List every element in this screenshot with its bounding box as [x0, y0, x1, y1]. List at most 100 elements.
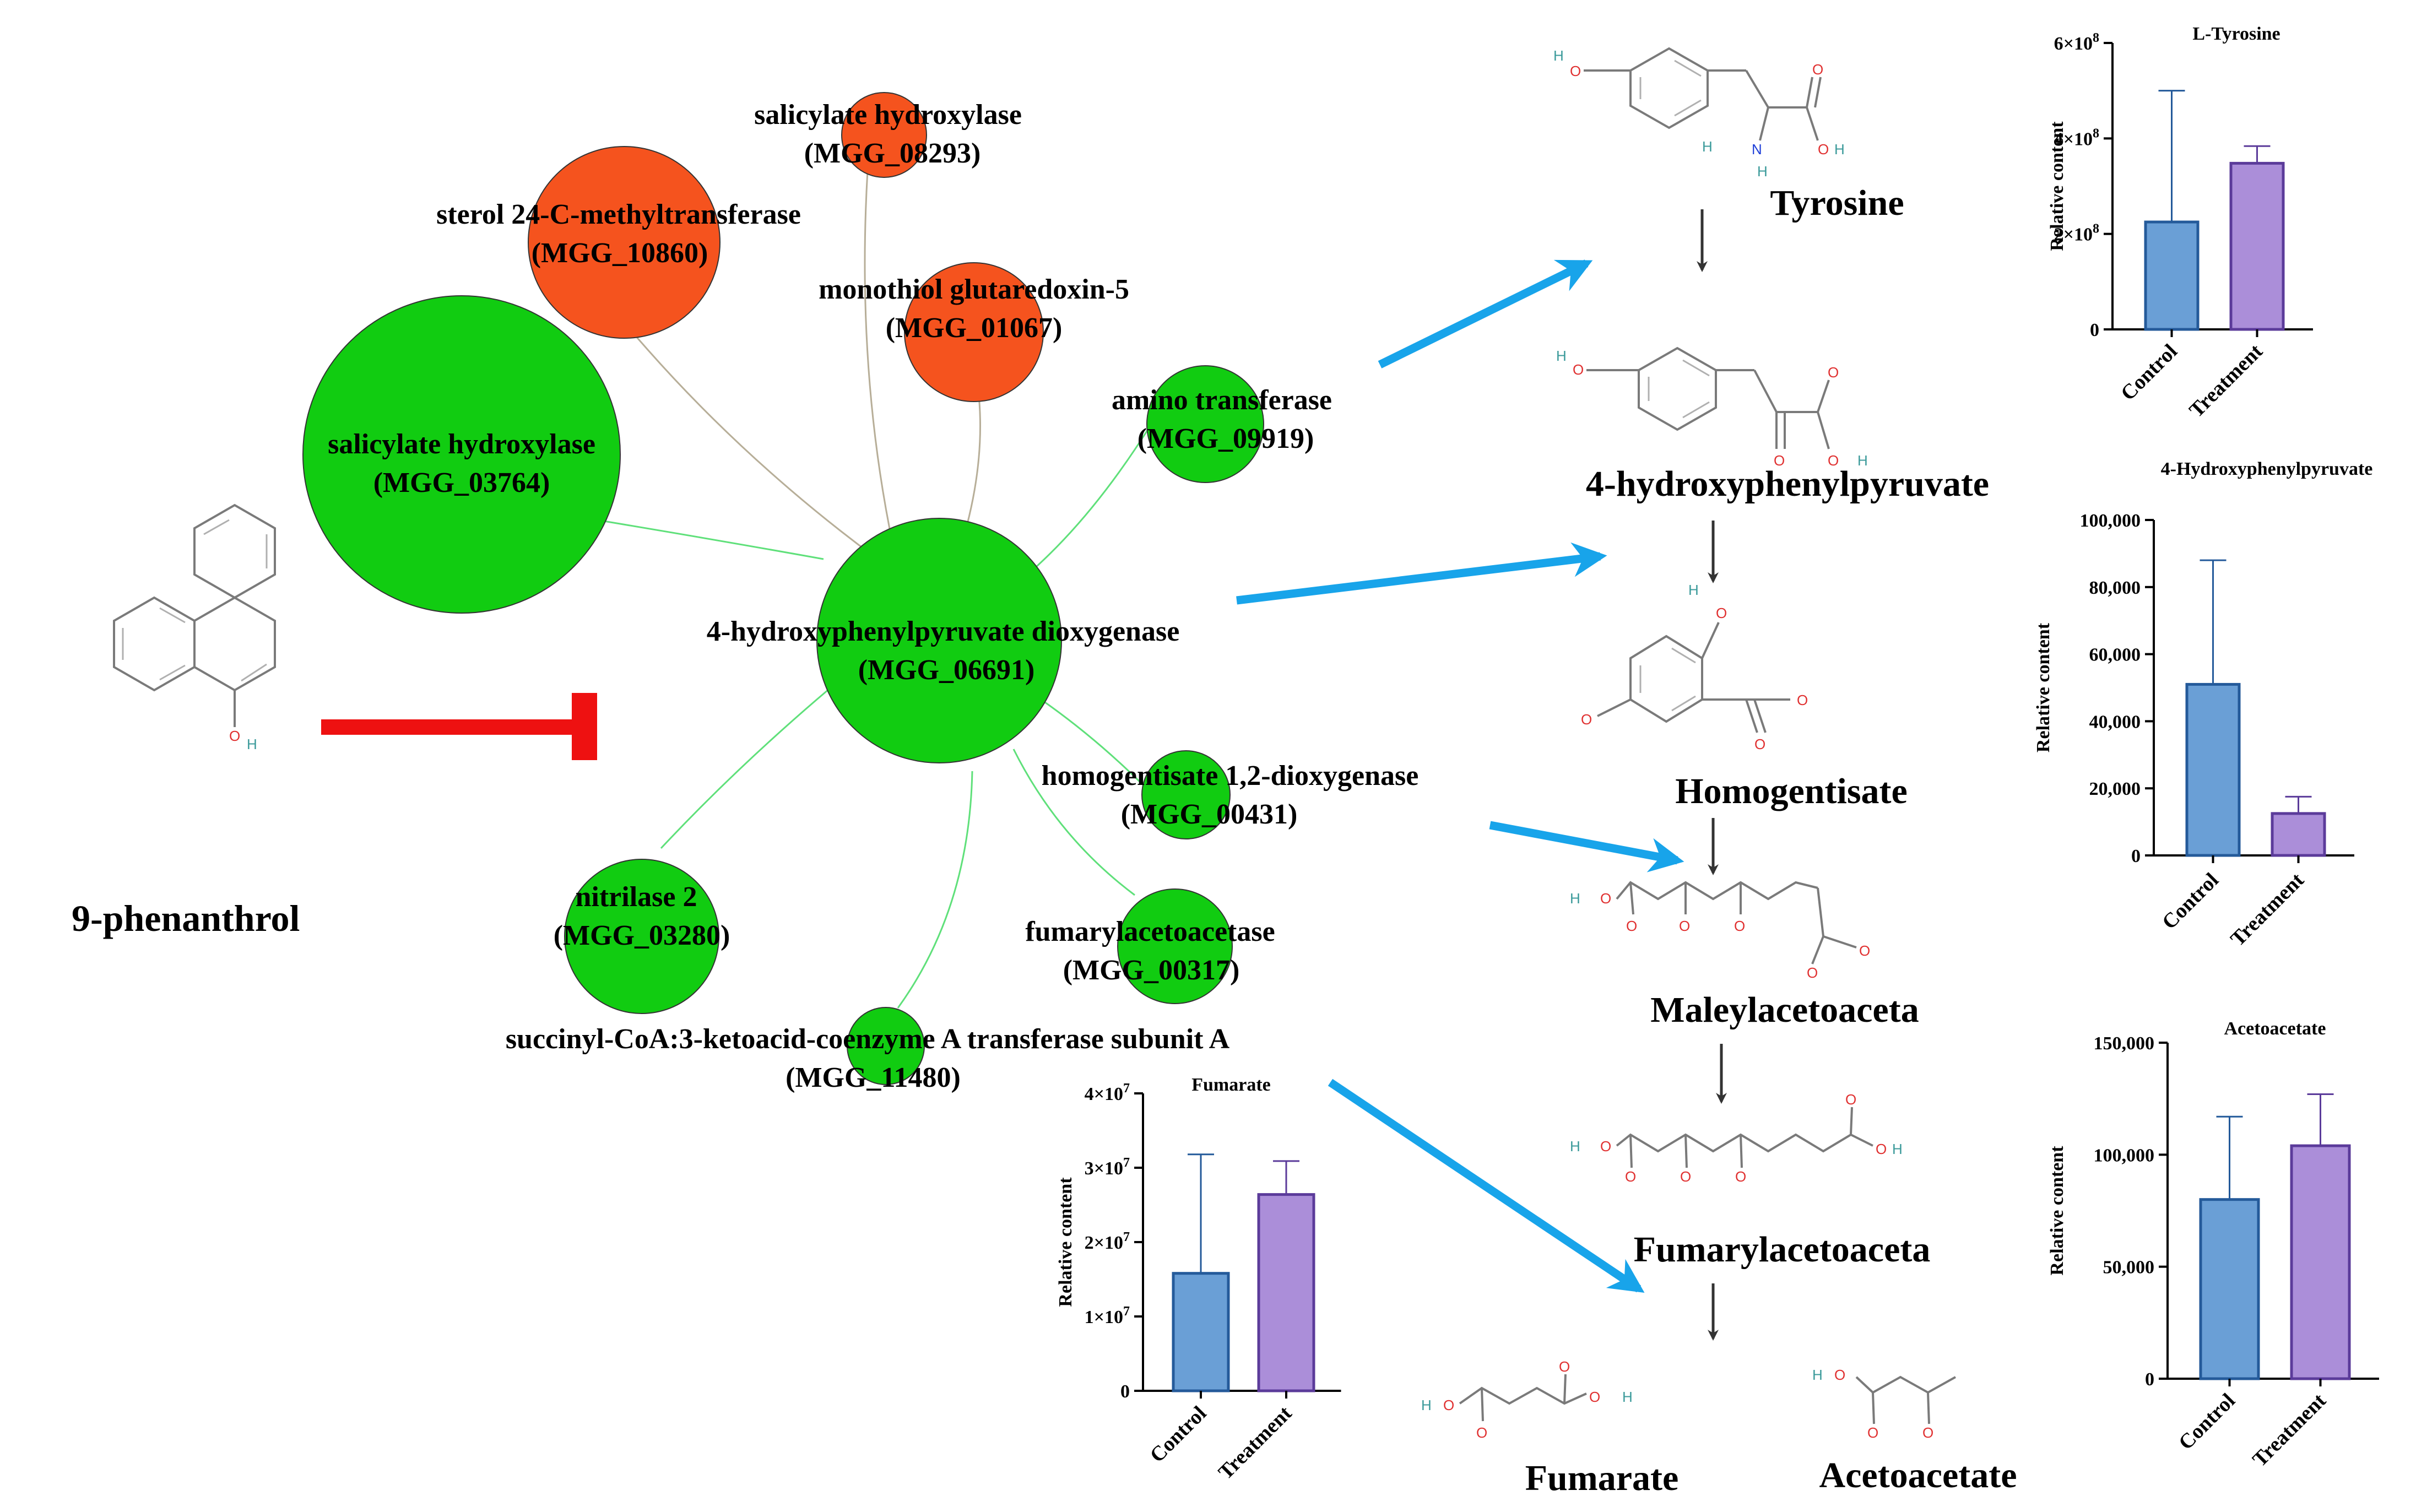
bar-treatment: [2229, 161, 2285, 331]
edge-salicylate-08293: [864, 170, 891, 529]
svg-text:O: O: [1570, 63, 1581, 79]
edge-fumarylacetoacetase: [1012, 749, 1135, 896]
edge-salicylate-03764: [600, 519, 824, 560]
label-homogentisate-name: homogentisate 1,2-dioxygenase: [1042, 760, 1419, 792]
svg-text:O: O: [1807, 964, 1818, 981]
maleylacetoacetate-structure: O O O O O O H: [1570, 881, 1870, 981]
metabolite-fumarylacetoaceta: Fumarylacetoaceta: [1634, 1229, 1931, 1270]
chart-title: Fumarate: [1191, 1075, 1271, 1095]
label-succinyl-id: (MGG_11480): [786, 1062, 961, 1093]
y-tick-label: 1×107: [1085, 1304, 1130, 1327]
node-nitrilase[interactable]: [564, 859, 719, 1014]
y-tick-label: 6×108: [2054, 31, 2099, 54]
svg-text:O: O: [1754, 736, 1765, 752]
y-tick-label: 0: [2131, 846, 2141, 866]
y-tick-label: 40,000: [2089, 712, 2141, 732]
svg-text:O: O: [1774, 452, 1785, 469]
svg-text:H: H: [1857, 452, 1868, 469]
svg-text:O: O: [1679, 918, 1690, 934]
label-salicylate-03764-name: salicylate hydroxylase: [328, 429, 595, 460]
homogentisate-structure: O H O O O: [1581, 582, 1808, 752]
y-tick-label: 0: [2145, 1369, 2154, 1390]
category-label: Control: [2158, 869, 2223, 934]
category-label: Control: [1146, 1402, 1211, 1467]
chart-title: Acetoacetate: [2224, 1018, 2326, 1039]
svg-text:O: O: [1797, 692, 1808, 708]
svg-text:O: O: [1818, 141, 1829, 158]
category-label: Control: [2174, 1389, 2240, 1455]
svg-text:O: O: [1476, 1424, 1487, 1441]
label-salicylate-03764-id: (MGG_03764): [373, 467, 550, 498]
node-amino-transferase[interactable]: [1146, 365, 1264, 483]
y-tick-label: 4×108: [2054, 126, 2099, 149]
inhibition-symbol: [321, 693, 597, 760]
y-tick-label: 50,000: [2103, 1258, 2155, 1278]
node-sterol-methyltransferase[interactable]: [528, 146, 721, 339]
bar-control: [2185, 682, 2241, 857]
blue-arrows: [1236, 259, 1684, 1293]
fumarylacetoacetate-structure: O O O O O H O H: [1570, 1091, 1903, 1185]
label-center-name: 4-hydroxyphenylpyruvate dioxygenase: [707, 616, 1180, 647]
node-hppd-center[interactable]: [816, 518, 1062, 763]
svg-text:O: O: [1834, 1367, 1845, 1383]
svg-text:O: O: [1626, 918, 1637, 934]
bar-treatment: [1257, 1193, 1315, 1392]
label-succinyl-name: succinyl-CoA:3-ketoacid-coenzyme A trans…: [506, 1023, 1230, 1055]
y-tick-label: 100,000: [2080, 511, 2141, 531]
metabolite-homogentisate: Homogentisate: [1675, 771, 1908, 811]
node-salicylate-hydroxylase-08293[interactable]: [841, 92, 927, 178]
svg-text:O: O: [1867, 1424, 1878, 1441]
svg-text:O: O: [1922, 1424, 1933, 1441]
node-monothiol-glutaredoxin[interactable]: [904, 262, 1044, 402]
y-tick-label: 80,000: [2089, 578, 2141, 598]
category-label: Control: [2116, 340, 2182, 405]
svg-text:H: H: [1570, 890, 1580, 907]
acetoacetate-structure: O O O H: [1812, 1367, 1956, 1441]
svg-text:O: O: [1828, 364, 1839, 381]
bar-treatment: [2271, 812, 2326, 857]
phenanthrol-oxygen: O: [229, 728, 240, 744]
svg-text:H: H: [1892, 1141, 1903, 1157]
svg-text:H: H: [1757, 163, 1768, 180]
y-axis-label: Relative content: [1055, 1177, 1076, 1307]
svg-text:H: H: [1553, 47, 1564, 64]
svg-text:O: O: [1828, 452, 1839, 469]
node-succinyl-coa-transferase[interactable]: [847, 1007, 925, 1085]
arrow-to-fumarylacetoaceta: [1328, 1079, 1645, 1293]
bar-control: [1172, 1272, 1230, 1392]
label-glutaredoxin-id: (MGG_01067): [886, 312, 1063, 344]
chart-acetoacetate: Acetoacetate050,000100,000150,000Relativ…: [2047, 1018, 2379, 1471]
svg-text:O: O: [1845, 1091, 1856, 1108]
y-tick-label: 3×107: [1085, 1156, 1130, 1179]
edge-amino: [1034, 424, 1152, 568]
svg-text:O: O: [1680, 1168, 1691, 1185]
label-amino-name: amino transferase: [1112, 384, 1332, 416]
label-sterol-name: sterol 24-C-methyltransferase: [436, 199, 801, 230]
hpp-structure: O H O O O H: [1556, 346, 1868, 469]
phenanthrol-structure: O H: [113, 503, 276, 752]
node-homogentisate-dioxygenase[interactable]: [1141, 750, 1231, 839]
metabolite-acetoacetate: Acetoacetate: [1819, 1455, 2017, 1495]
svg-text:H: H: [1688, 582, 1699, 598]
fumarate-structure: O O O H O H: [1421, 1358, 1633, 1441]
bar-control: [2144, 220, 2200, 331]
label-nitrilase-name: nitrilase 2: [576, 881, 697, 913]
y-axis-label: Relative content: [2033, 622, 2054, 752]
svg-text:O: O: [1625, 1168, 1636, 1185]
svg-text:O: O: [1716, 605, 1727, 621]
svg-text:O: O: [1573, 361, 1584, 378]
edge-nitrilase: [660, 676, 843, 849]
y-tick-label: 60,000: [2089, 645, 2141, 665]
y-axis-label: Relative content: [2047, 121, 2067, 251]
node-fumarylacetoacetase[interactable]: [1117, 888, 1233, 1004]
y-tick-label: 4×107: [1085, 1081, 1130, 1104]
node-salicylate-hydroxylase-03764[interactable]: [302, 295, 621, 614]
category-label: Treatment: [2185, 339, 2267, 422]
metabolite-tyrosine: Tyrosine: [1770, 183, 1904, 223]
svg-text:O: O: [1600, 890, 1611, 907]
svg-text:H: H: [1556, 348, 1567, 364]
svg-text:H: H: [1702, 138, 1713, 155]
